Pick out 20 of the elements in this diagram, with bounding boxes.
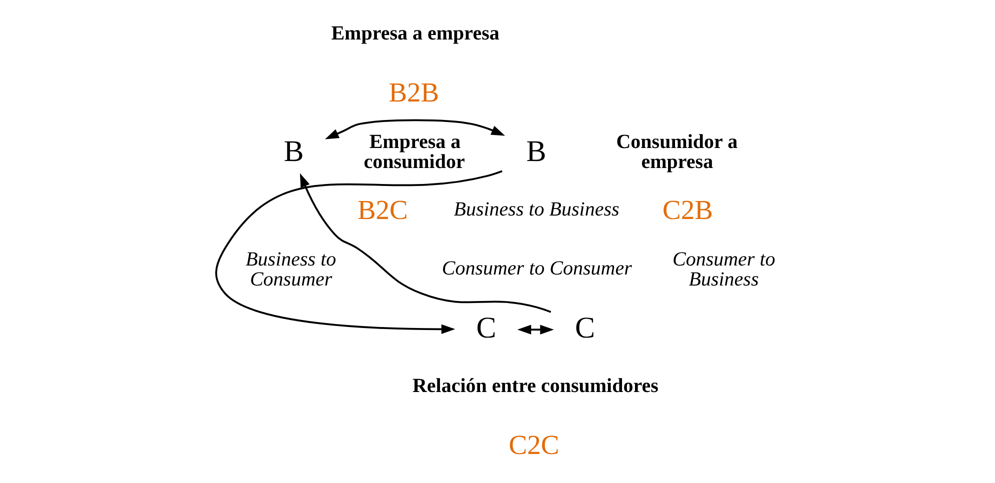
label: Business to Consumer [245,248,336,291]
label: C2C [508,429,559,460]
label: Relación entre consumidores [412,374,658,397]
label: Consumer to Consumer [441,257,632,280]
label: C2B [662,194,712,226]
node-text: B [283,135,304,168]
label: Consumer to Business [672,248,775,291]
arrow [516,324,554,334]
label: Empresa a empresa [330,22,499,44]
node-text: C [476,311,496,344]
node-text: C [574,311,595,344]
node-text: B [526,135,546,168]
arrow [324,119,505,140]
label: B2C [356,194,408,226]
arrow [299,173,551,313]
label: Empresa a consumidor [363,131,464,174]
arrow [214,170,502,334]
label: B2B [388,76,439,108]
label: Consumidor a empresa [616,131,738,174]
label: Business to Business [453,198,619,221]
